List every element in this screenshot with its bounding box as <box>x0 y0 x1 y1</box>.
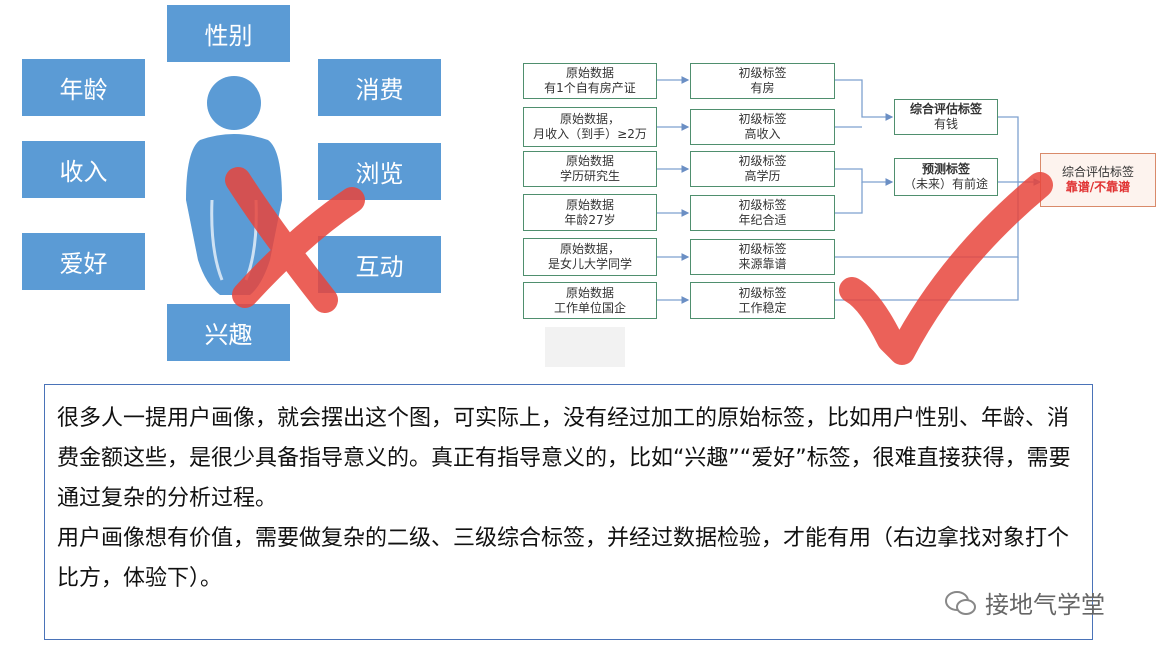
tag-interact: 互动 <box>318 236 441 293</box>
raw-data-box-3: 原始数据学历研究生 <box>523 151 657 187</box>
watermark: 接地气学堂 <box>945 585 1105 620</box>
tag-interest: 兴趣 <box>167 304 290 361</box>
primary-tag-box-2: 初级标签高收入 <box>690 109 835 145</box>
placeholder-block <box>545 327 625 367</box>
composite-tag-box: 综合评估标签有钱 <box>894 99 998 135</box>
tag-hobby: 爱好 <box>22 233 145 290</box>
final-evaluation-box: 综合评估标签靠谱/不靠谱 <box>1040 153 1156 207</box>
description-paragraph-2: 用户画像想有价值，需要做复杂的二级、三级综合标签，并经过数据检验，才能有用（右边… <box>57 526 1070 591</box>
person-icon <box>186 76 282 295</box>
watermark-text: 接地气学堂 <box>985 591 1105 619</box>
raw-data-box-2: 原始数据，月收入（到手）≥2万 <box>523 107 657 147</box>
tag-age: 年龄 <box>22 59 145 116</box>
primary-tag-box-6: 初级标签工作稳定 <box>690 282 835 319</box>
primary-tag-box-4: 初级标签年纪合适 <box>690 195 835 231</box>
primary-tag-box-5: 初级标签来源靠谱 <box>690 239 835 275</box>
wechat-icon <box>945 590 976 615</box>
primary-tag-box-3: 初级标签高学历 <box>690 151 835 187</box>
description-paragraph-1: 很多人一提用户画像，就会摆出这个图，可实际上，没有经过加工的原始标签，比如用户性… <box>57 406 1071 511</box>
tag-browse: 浏览 <box>318 143 441 200</box>
tag-gender: 性别 <box>167 5 290 62</box>
raw-data-box-6: 原始数据工作单位国企 <box>523 282 657 319</box>
raw-data-box-4: 原始数据年龄27岁 <box>523 194 657 231</box>
raw-data-box-5: 原始数据，是女儿大学同学 <box>523 238 657 276</box>
tag-consume: 消费 <box>318 59 441 116</box>
description-textbox: 很多人一提用户画像，就会摆出这个图，可实际上，没有经过加工的原始标签，比如用户性… <box>44 384 1093 640</box>
tag-income: 收入 <box>22 141 145 198</box>
raw-data-box-1: 原始数据有1个自有房产证 <box>523 63 657 99</box>
prediction-tag-box: 预测标签（未来）有前途 <box>894 158 998 196</box>
primary-tag-box-1: 初级标签有房 <box>690 63 835 99</box>
cross-mark-icon <box>225 167 365 313</box>
